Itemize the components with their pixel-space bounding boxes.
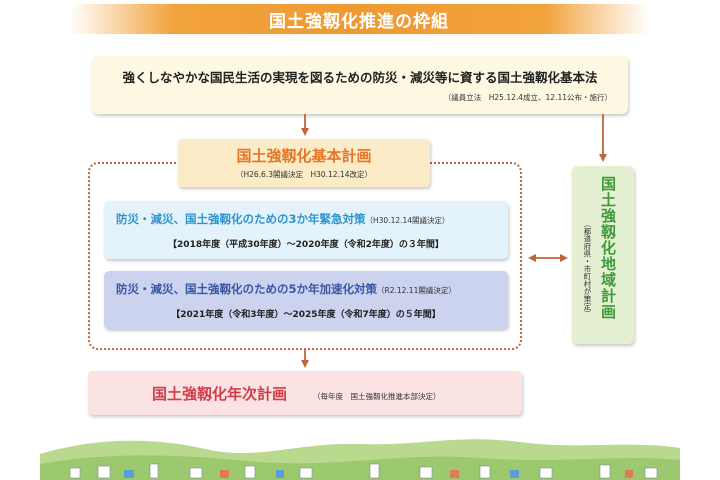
annual-plan-box: 国土強靱化年次計画 （毎年度 国土強靱化推進本部決定）: [88, 371, 522, 415]
annual-plan-note: （毎年度 国土強靱化推進本部決定）: [313, 392, 441, 401]
basic-law-title: 強くしなやかな国民生活の実現を図るための防災・減災等に資する国土強靱化基本法: [122, 70, 598, 85]
five-year-measures-title-text: 防災・減災、国土強靱化のための5か年加速化対策: [116, 282, 377, 296]
regional-plan-note: （都道府県・市町村が策定）: [583, 220, 592, 318]
header-banner: 国土強靱化推進の枠組: [70, 4, 648, 34]
annual-plan-title: 国土強靱化年次計画: [152, 385, 288, 403]
basic-law-box: 強くしなやかな国民生活の実現を図るための防災・減災等に資する国土強靱化基本法 （…: [92, 56, 628, 114]
three-year-measures-note: （H30.12.14閣議決定）: [365, 216, 450, 225]
three-year-measures-period: 【2018年度（平成30年度）～2020年度（令和2年度）の３年間】: [168, 240, 444, 250]
five-year-measures-title: 防災・減災、国土強靱化のための5か年加速化対策（R2.12.11閣議決定）: [116, 281, 456, 297]
three-year-measures-title: 防災・減災、国土強靱化のための3か年緊急対策（H30.12.14閣議決定）: [116, 211, 450, 227]
basic-plan-note: （H26.6.3閣議決定 H30.12.14改定）: [235, 170, 373, 179]
town-scenery-illustration: [40, 439, 680, 480]
three-year-measures-title-text: 防災・減災、国土強靱化のための3か年緊急対策: [116, 212, 366, 226]
five-year-measures-period: 【2021年度（令和3年度）～2025年度（令和7年度）の５年間】: [171, 310, 441, 320]
five-year-measures-note: （R2.12.11閣議決定）: [377, 286, 456, 295]
five-year-measures-box: 防災・減災、国土強靱化のための5か年加速化対策（R2.12.11閣議決定） 【2…: [104, 271, 508, 329]
basic-law-note: （議員立法 H25.12.4成立、12.11公布・施行）: [443, 93, 612, 102]
banner-title: 国土強靱化推進の枠組: [269, 11, 449, 32]
regional-plan-box: 国土強靱化地域計画 （都道府県・市町村が策定）: [572, 166, 634, 344]
basic-plan-title: 国土強靱化基本計画: [236, 147, 372, 165]
basic-plan-box: 国土強靱化基本計画 （H26.6.3閣議決定 H30.12.14改定）: [178, 139, 430, 187]
three-year-measures-box: 防災・減災、国土強靱化のための3か年緊急対策（H30.12.14閣議決定） 【2…: [104, 201, 508, 259]
regional-plan-title: 国土強靱化地域計画: [599, 176, 617, 320]
